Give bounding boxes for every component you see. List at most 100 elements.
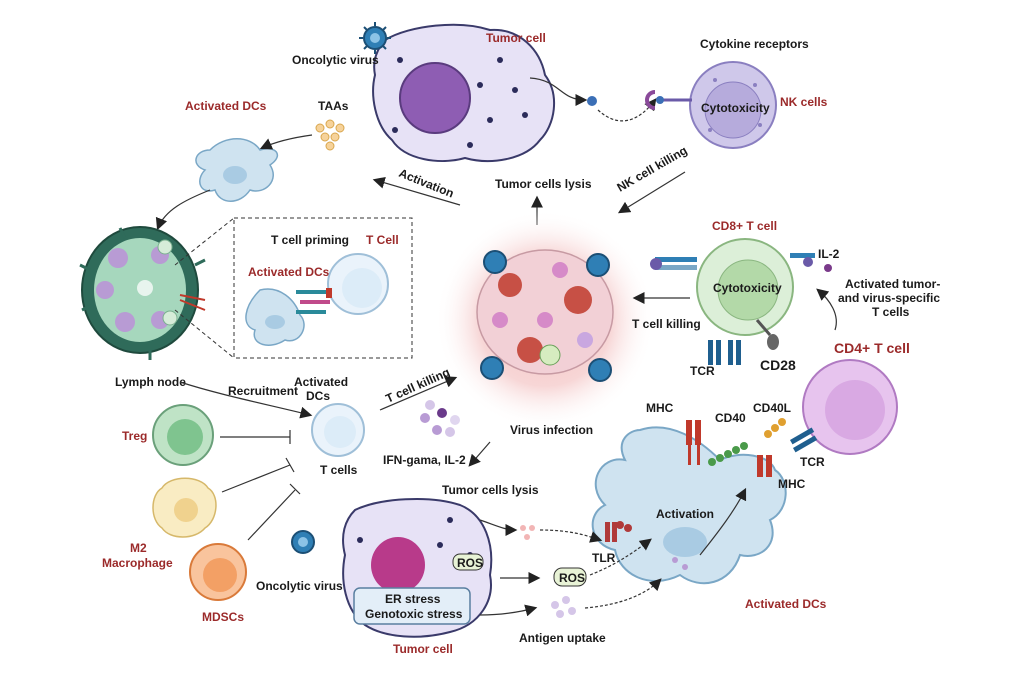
tumor-cell-bottom-label: Tumor cell [393,642,453,656]
arrow-tumor-lysis [479,519,518,536]
tcr-cd4-icon [790,427,818,453]
oncolytic-virus-bottom-label: Oncolytic virus [256,579,343,593]
tcr-cd8-label: TCR [690,364,715,378]
mhc-top-label: MHC [646,401,674,415]
oncolytic-virus-top-label: Oncolytic virus [292,53,379,67]
zoom-line-bottom [174,309,235,359]
activated-dcs-bottom-label: Activated DCs [745,597,827,611]
ros-mid-badge [553,567,587,587]
activated-dcs-mid-line2: DCs [306,389,330,403]
t-cell-priming-box [233,217,413,359]
genotoxic-stress-label: Genotoxic stress [365,607,463,621]
zoom-line-top [174,217,235,266]
arrow-dc-to-lymph [155,189,211,231]
t-cells-mid [311,403,365,457]
tumor-cells-lysis-top-label: Tumor cells lysis [495,177,592,191]
cd8-t-cell [696,238,794,336]
inhibition-lines [220,430,301,541]
cytotoxicity-nk-label: Cytotoxicity [701,101,770,115]
recruitment-label: Recruitment [228,384,298,398]
activated-tumor-virus-label: Activated tumor- and virus-specific T ce… [838,277,944,319]
tcr-cd4-label: TCR [800,455,825,469]
t-cell-priming-label: T cell priming [271,233,349,247]
arrow-recruitment [179,381,313,419]
virus-infection-label: Virus infection [510,423,593,437]
m2-macrophage-label: M2 Macrophage [102,541,173,570]
arrow-nk-killing [617,171,686,214]
taas-label: TAAs [318,99,349,113]
cd8-t-cell-label: CD8+ T cell [712,219,777,233]
nk-cells-label: NK cells [780,95,828,109]
il2-label: IL-2 [818,247,840,261]
ifn-particles [420,400,460,437]
activated-dcs-top-label: Activated DCs [185,99,267,113]
lymph-node-label: Lymph node [115,375,186,389]
activated-dcs-box-label: Activated DCs [248,265,330,279]
antigen-uptake-label: Antigen uptake [519,631,606,645]
ifn-il2-label: IFN-gama, IL-2 [383,453,466,467]
il2-dot [824,264,832,272]
tumor-cell-top-label: Tumor cell [486,31,546,45]
tlr-icon [605,521,632,542]
arrow-activation [372,176,461,206]
cytotoxicity-cd8-label: Cytotoxicity [713,281,782,295]
receptor-icon [645,90,692,110]
cd40l-icon [764,418,786,438]
tumor-cells-lysis-bottom-label: Tumor cells lysis [442,483,539,497]
tumor-cell-top [372,23,556,162]
lymph-node [79,226,206,360]
arrow-lysis-to-tlr [539,529,603,543]
taas-particles [315,119,345,151]
mhc-tcr-complex-box [296,288,332,314]
treg-label: Treg [122,429,147,443]
tcr-cd8 [708,340,741,365]
cd4-t-cell [802,359,898,455]
arrow-antigen-to-dc [584,578,662,609]
cytokine-receptors-label: Cytokine receptors [700,37,809,51]
t-cell-label: T Cell [366,233,399,247]
arrow-taas-to-dc [259,134,313,150]
er-stress-label: ER stress [385,592,441,606]
t-cell-killing-mid-label: T cell killing [384,365,452,406]
treg-cell [152,404,214,466]
arrow-t-cell-killing-mid [379,376,458,411]
cytokine-dot [587,96,597,106]
arrow-activation-up [699,487,747,556]
antigen-particles [551,596,576,618]
arrow-infection-to-ifn [468,441,491,467]
activated-tumor-virus-line1: Activated tumor- [845,277,940,291]
m2-macrophage-line1: M2 [130,541,147,555]
activated-dcs-mid-label: Activated DCs [294,375,351,403]
arrow-ros-to-dc [589,538,652,576]
t-cells-label: T cells [320,463,358,477]
mhc-right-icon [757,455,772,477]
mdscs-label: MDSCs [202,610,244,624]
ros-small-label: ROS [457,556,483,570]
cd4-t-cell-label: CD4+ T cell [834,340,910,356]
cd28-label: CD28 [760,357,796,373]
m2-macrophage-cell [152,477,217,538]
cd40l-label: CD40L [753,401,791,415]
receptor-right-cd8 [790,253,815,267]
activated-dcs-mid-line1: Activated [294,375,348,389]
nk-cell [689,61,777,149]
nk-cell-killing-label: NK cell killing [615,143,690,194]
virus-icons-infection [480,250,612,382]
arrow-to-antigen [479,604,538,617]
mdsc-cell [189,543,247,601]
receptor-left-cd8 [650,257,697,270]
cd40-label: CD40 [715,411,746,425]
activated-tumor-virus-line3: T cells [872,305,910,319]
oncolytic-virus-top-line: Oncolytic virus [292,53,379,67]
activation-dc-label: Activation [656,507,714,521]
arrow-cd4-to-cd8 [816,288,837,331]
t-cell-killing-right-label: T cell killing [632,317,701,331]
arrow-tumor-to-nk [529,77,588,106]
dendritic-cell-in-box [245,288,305,346]
tlr-label: TLR [592,551,616,565]
cd28-icon [755,319,779,350]
mhc-right-label: MHC [778,477,806,491]
mhc-top-icon [686,420,701,465]
